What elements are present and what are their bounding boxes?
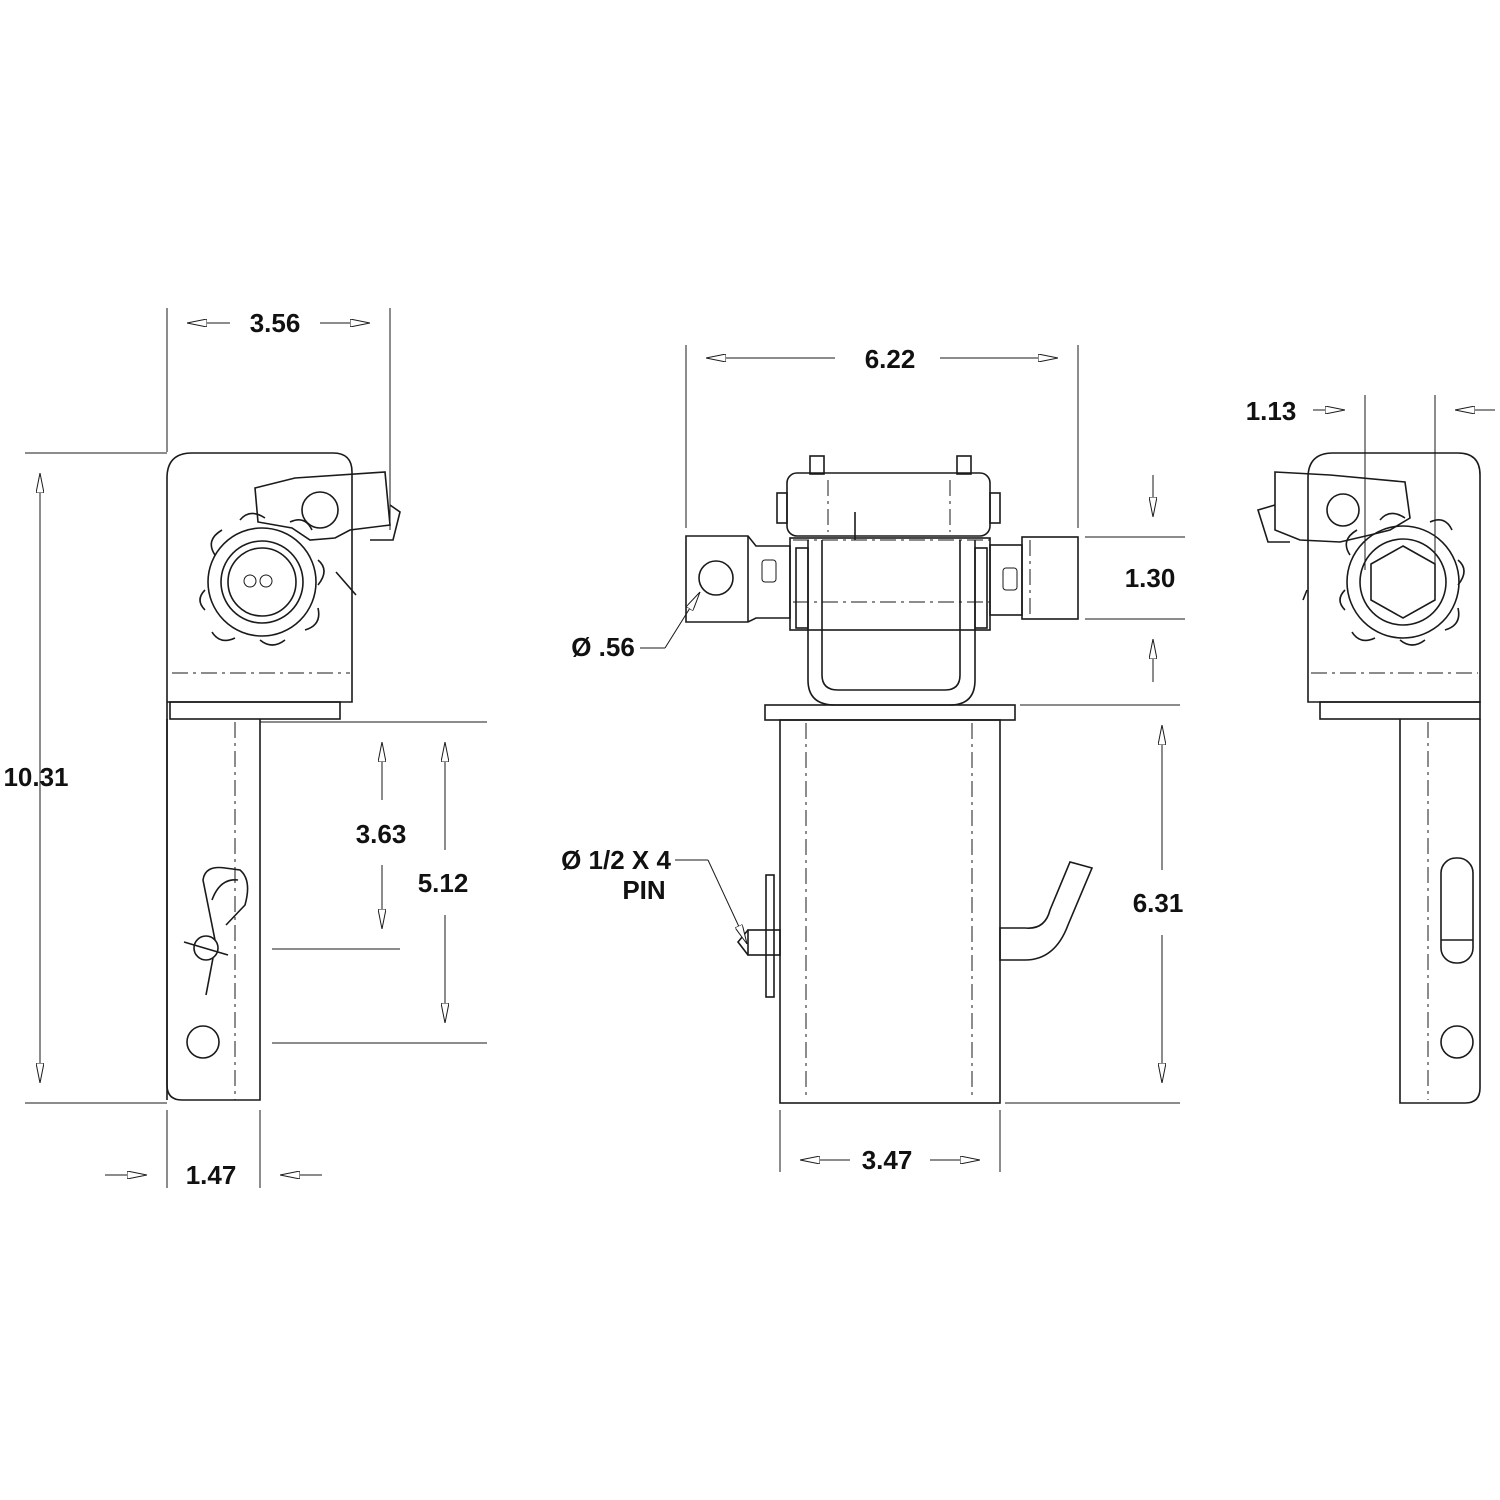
dim-front-tube-width: 3.47 xyxy=(862,1145,913,1175)
dim-front-width: 6.22 xyxy=(865,344,916,374)
dim-front-pin-line2: PIN xyxy=(622,875,665,905)
dim-front-pin-line1: Ø 1/2 X 4 xyxy=(561,845,671,875)
left-gear-knob xyxy=(199,512,357,646)
dim-right-offset: 1.13 xyxy=(1246,396,1297,426)
front-view: 6.22 1.30 Ø .56 Ø 1/2 X 4 PIN 6.31 3.47 xyxy=(561,344,1185,1175)
dim-front-clamp-height: 1.30 xyxy=(1125,563,1176,593)
dim-left-5-12: 5.12 xyxy=(418,868,469,898)
dim-left-height: 10.31 xyxy=(3,762,68,792)
right-side-view: 1.13 xyxy=(1246,395,1495,1104)
dim-left-tube-width: 1.47 xyxy=(186,1160,237,1190)
left-side-view: 3.56 10.31 3.63 5.12 1.47 xyxy=(3,308,487,1190)
dim-left-width: 3.56 xyxy=(250,308,301,338)
right-gear-knob xyxy=(1302,512,1465,646)
dim-front-hole: Ø .56 xyxy=(571,632,635,662)
dim-front-tube-height: 6.31 xyxy=(1133,888,1184,918)
dim-left-3-63: 3.63 xyxy=(356,819,407,849)
